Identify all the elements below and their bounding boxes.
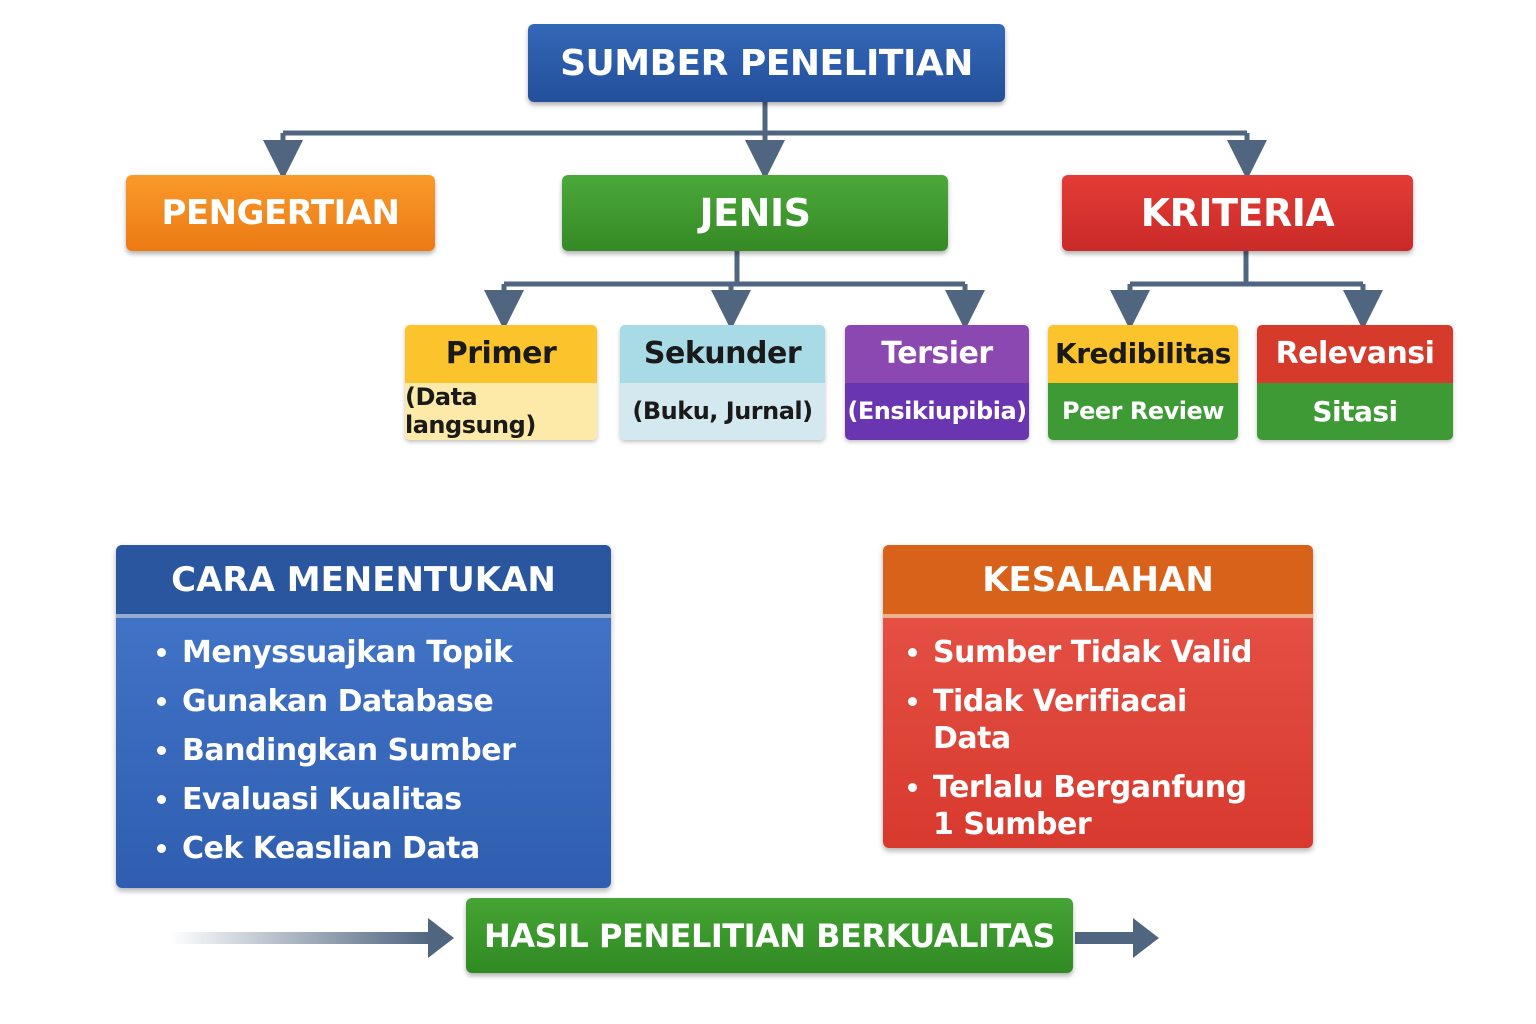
kesalahan-item: Sumber Tidak Valid <box>933 634 1253 671</box>
tersier-desc: (Ensikiupibia) <box>845 382 1029 440</box>
kesalahan-item: Terlalu Berganfung 1 Sumber <box>933 769 1253 843</box>
cara-item: Evaluasi Kualitas <box>182 781 611 818</box>
cara-item: Cek Keaslian Data <box>182 830 611 867</box>
tersier-title: Tersier <box>845 325 1029 383</box>
primer-box: Primer (Data langsung) <box>405 325 597 440</box>
cara-item: Gunakan Database <box>182 683 611 720</box>
title-box: SUMBER PENELITIAN <box>528 24 1005 102</box>
cara-menentukan-panel: CARA MENENTUKAN Menyssuajkan Topik Gunak… <box>116 545 611 888</box>
cara-title: CARA MENENTUKAN <box>116 545 611 618</box>
primer-title: Primer <box>405 325 597 383</box>
kesalahan-title: KESALAHAN <box>883 545 1313 618</box>
hasil-box: HASIL PENELITIAN BERKUALITAS <box>466 898 1073 973</box>
tersier-box: Tersier (Ensikiupibia) <box>845 325 1029 440</box>
left-arrow <box>170 932 430 944</box>
kredibilitas-title: Kredibilitas <box>1048 325 1238 383</box>
kredibilitas-box: Kredibilitas Peer Review <box>1048 325 1238 440</box>
right-arrow <box>1075 932 1137 944</box>
cara-item: Menyssuajkan Topik <box>182 634 611 671</box>
pengertian-box: PENGERTIAN <box>126 175 435 251</box>
relevansi-desc: Sitasi <box>1257 382 1453 440</box>
sekunder-desc: (Buku, Jurnal) <box>620 382 825 440</box>
cara-item: Bandingkan Sumber <box>182 732 611 769</box>
kesalahan-panel: KESALAHAN Sumber Tidak Valid Tidak Verif… <box>883 545 1313 848</box>
relevansi-title: Relevansi <box>1257 325 1453 383</box>
jenis-box: JENIS <box>562 175 948 251</box>
sekunder-box: Sekunder (Buku, Jurnal) <box>620 325 825 440</box>
kesalahan-item: Tidak Verifiacai Data <box>933 683 1253 757</box>
kriteria-box: KRITERIA <box>1062 175 1413 251</box>
kredibilitas-desc: Peer Review <box>1048 382 1238 440</box>
primer-desc: (Data langsung) <box>405 382 597 440</box>
sekunder-title: Sekunder <box>620 325 825 383</box>
relevansi-box: Relevansi Sitasi <box>1257 325 1453 440</box>
